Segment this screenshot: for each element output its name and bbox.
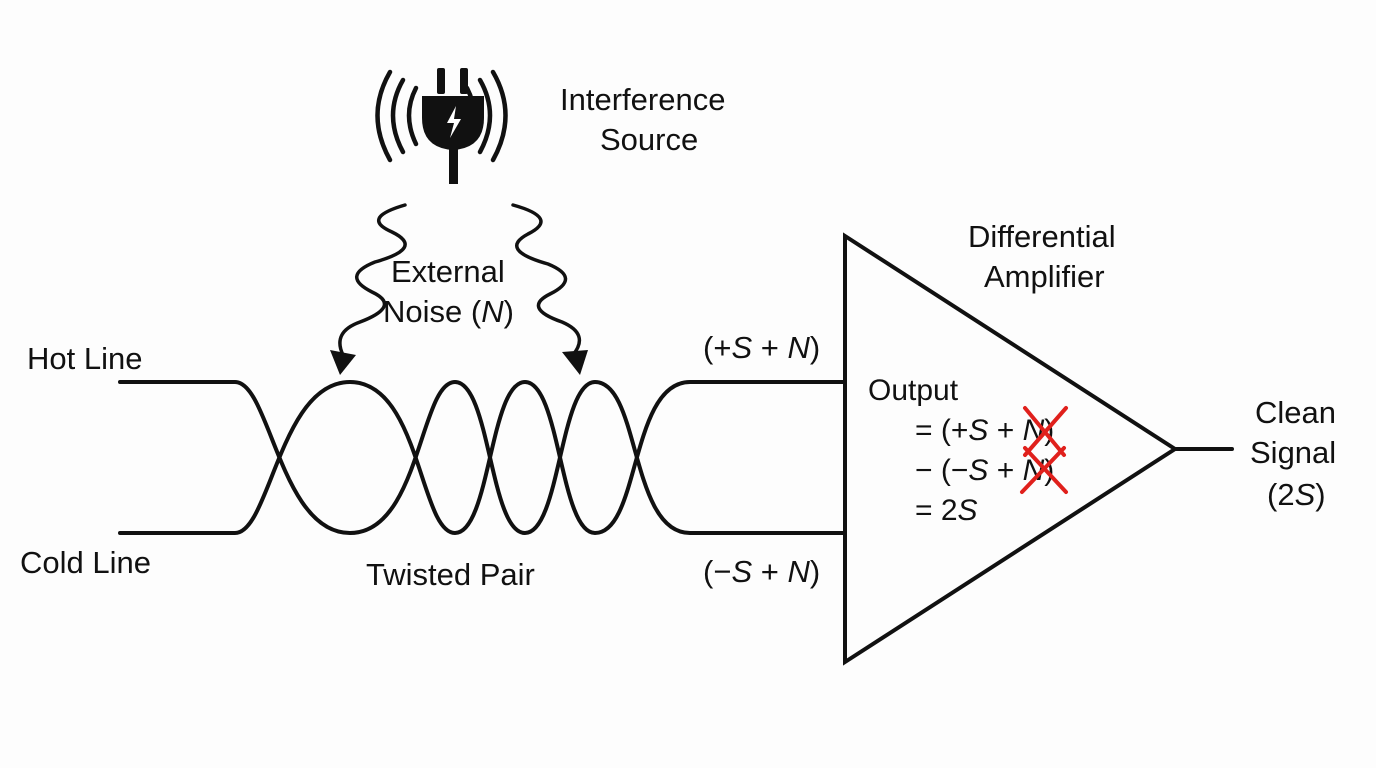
- clean-signal-line3: (2S): [1267, 477, 1326, 512]
- twisted-pair-label: Twisted Pair: [366, 557, 535, 592]
- interference-label-line1: Interference: [560, 82, 725, 117]
- cold-wire: [118, 379, 847, 536]
- noise-label-line1: External: [391, 254, 505, 289]
- output-title: Output: [868, 374, 959, 407]
- noise-arrow-left: [330, 203, 407, 375]
- twisted-pair: [118, 379, 847, 536]
- plug-icon: [375, 68, 508, 184]
- interference-label-line2: Source: [600, 122, 698, 157]
- hot-input-signal: (+S + N): [703, 330, 820, 365]
- hot-wire: [118, 379, 847, 536]
- noise-label-line2: Noise (N): [383, 294, 514, 329]
- cancel-mark-1b: [1023, 406, 1068, 457]
- noise-cancel-marks: [1020, 406, 1068, 494]
- hot-line-label: Hot Line: [27, 341, 142, 376]
- output-equation-line2: − (−S + N): [915, 454, 1054, 487]
- amplifier-title-line1: Differential: [968, 219, 1116, 254]
- amplifier-title-line2: Amplifier: [984, 259, 1105, 294]
- noise-arrow-right: [511, 203, 588, 375]
- cancel-mark-2b: [1020, 446, 1066, 494]
- amplifier-triangle: [843, 232, 1179, 666]
- clean-signal-line2: Signal: [1250, 435, 1336, 470]
- clean-signal-line1: Clean: [1255, 395, 1336, 430]
- cold-input-signal: (−S + N): [703, 554, 820, 589]
- cold-line-label: Cold Line: [20, 545, 151, 580]
- output-equation-line3: = 2S: [915, 494, 978, 527]
